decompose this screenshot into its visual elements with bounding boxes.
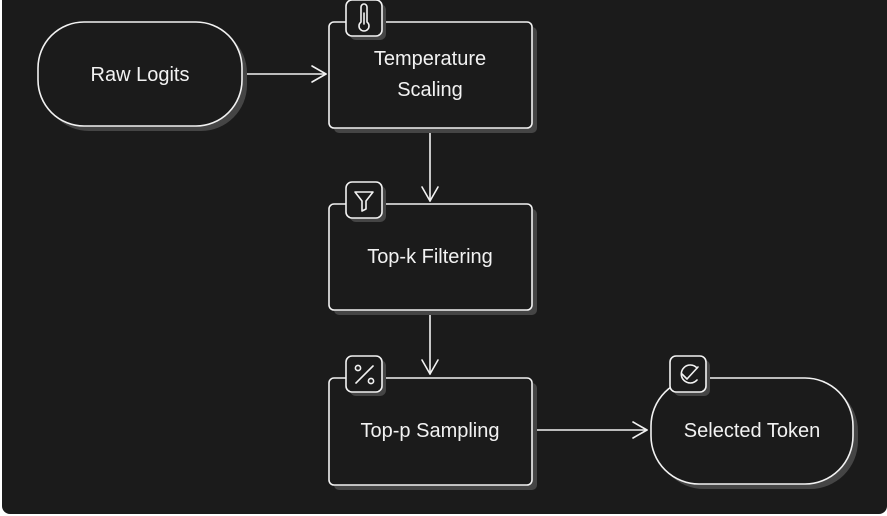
percent-icon [345,355,386,396]
node-raw-logits-label: Raw Logits [91,64,190,86]
node-temperature-scaling-label-line2: Scaling [397,79,463,101]
edge-raw-to-temperature [243,65,327,83]
node-top-p-sampling[interactable]: Top-p Sampling [328,377,537,490]
node-raw-logits[interactable]: Raw Logits [37,21,247,131]
thermometer-icon [345,0,386,40]
check-circle-icon [669,355,710,396]
node-top-k-filtering[interactable]: Top-k Filtering [328,203,537,315]
node-selected-token-label: Selected Token [684,420,820,442]
filter-icon [345,181,386,222]
node-temperature-scaling-label-line1: Temperature [374,48,486,70]
edge-temperature-to-topk [421,130,439,202]
node-top-p-sampling-label: Top-p Sampling [361,420,500,442]
edge-topk-to-topp [421,312,439,375]
node-top-k-filtering-label: Top-k Filtering [367,246,493,268]
node-selected-token[interactable]: Selected Token [650,377,858,489]
edge-topp-to-selected [535,421,648,439]
node-temperature-scaling[interactable]: Temperature Scaling [328,21,537,133]
